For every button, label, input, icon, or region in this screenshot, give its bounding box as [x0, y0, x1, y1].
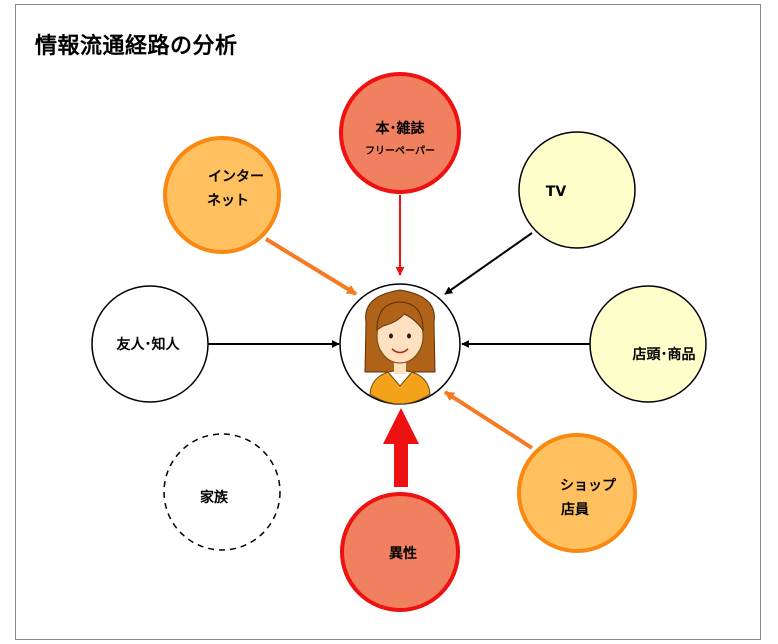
center-person: [339, 283, 461, 405]
node-book: 本･雑誌 フリーペーパー: [339, 72, 461, 194]
shirt: [369, 369, 431, 405]
node-family-label: 家族: [200, 489, 229, 506]
node-opposite-label: 異性: [389, 545, 417, 562]
hair-bangs: [376, 301, 424, 332]
node-tv: TV: [518, 131, 636, 249]
node-opposite: 異性: [340, 492, 460, 612]
node-shop-label-2: 店員: [561, 501, 589, 518]
arrow-opposite-to-center: [383, 408, 419, 487]
node-friends: 友人･知人: [91, 285, 209, 403]
arrow-shop-to-center: [443, 390, 534, 450]
node-internet-label-1: インター: [208, 169, 264, 185]
node-shop: ショップ 店員: [517, 433, 637, 553]
arrow-tv-to-center: [444, 232, 533, 295]
node-store-label: 店頭･商品: [633, 346, 696, 363]
arrow-internet-to-center: [264, 237, 358, 296]
node-tv-label: TV: [546, 184, 567, 200]
node-internet-label-2: ネット: [207, 193, 249, 209]
node-store: 店頭･商品: [589, 285, 707, 403]
collar: [387, 371, 413, 387]
node-book-label-2: フリーペーパー: [365, 145, 435, 157]
page-title: 情報流通経路の分析: [35, 34, 238, 59]
node-family: 家族: [163, 433, 281, 551]
node-friends-label: 友人･知人: [117, 336, 181, 353]
node-internet: インター ネット: [163, 136, 281, 254]
node-book-label-1: 本･雑誌: [376, 120, 425, 137]
node-shop-label-1: ショップ: [560, 478, 617, 494]
